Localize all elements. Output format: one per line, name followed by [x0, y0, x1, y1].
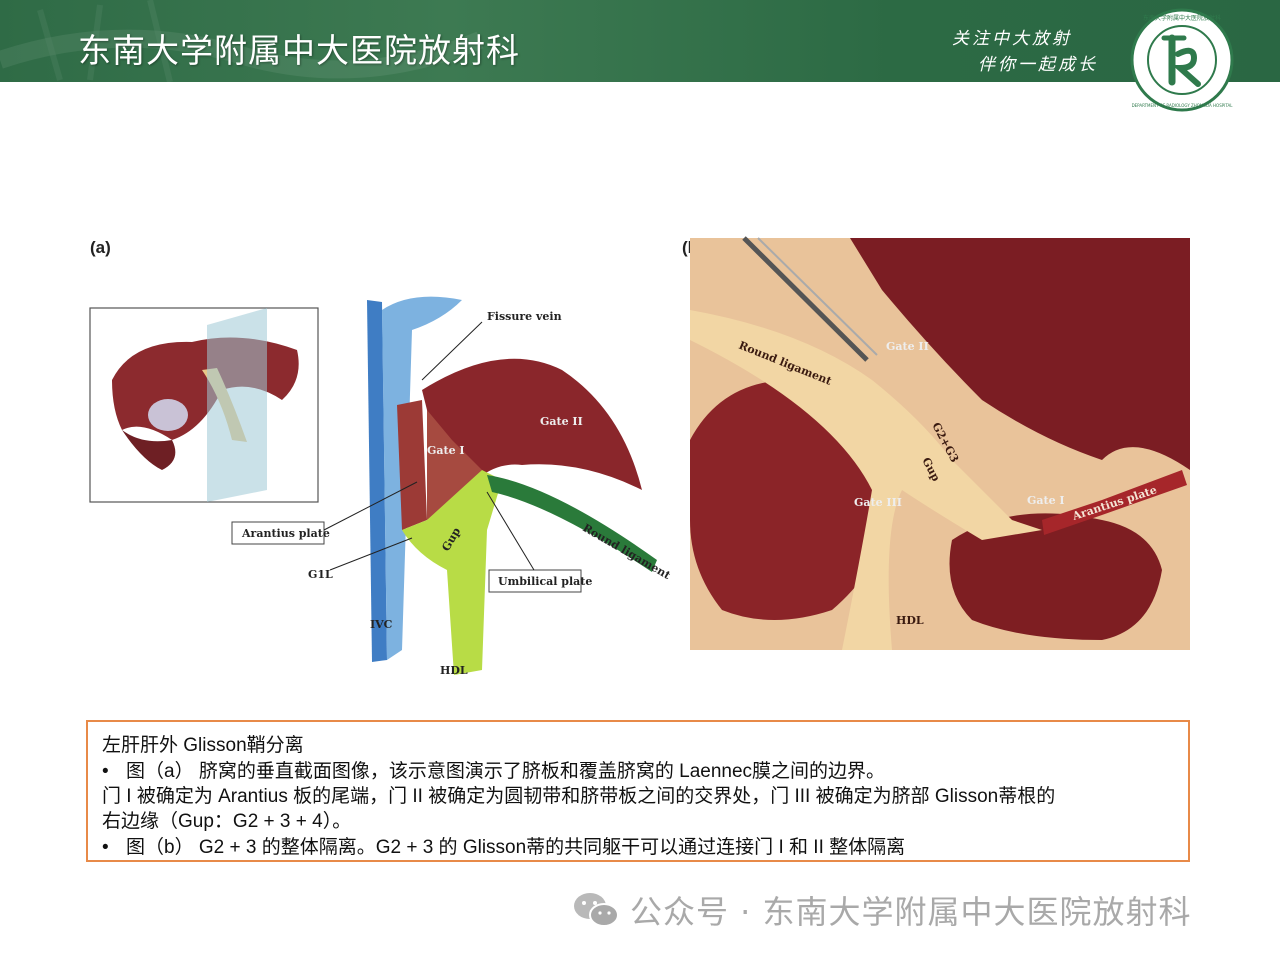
watermark: 公众号 · 东南大学附属中大医院放射科: [572, 888, 1192, 932]
bullet-dot: •: [102, 837, 109, 858]
caption-line-a: 图（a） 脐窝的垂直截面图像，该示意图演示了脐板和覆盖脐窝的 Laennec膜之…: [126, 761, 886, 782]
caption-bullet-b: • 图（b） G2 + 3 的整体隔离。G2 + 3 的 Glisson蒂的共同躯…: [102, 832, 905, 859]
slogan-line-1: 关注中大放射: [952, 29, 1072, 49]
panel-a-label: (a): [90, 238, 111, 257]
bullet-dot: •: [102, 761, 109, 782]
caption-line-b: 图（b） G2 + 3 的整体隔离。G2 + 3 的 Glisson蒂的共同躯干…: [126, 837, 906, 858]
figure-panel-a: (a) Fissure vein Gate II Gate I Round li…: [82, 230, 680, 710]
panel-b-illustration: Round ligament Gate II G2+G3 Gup Gate II…: [690, 236, 1190, 650]
slogan-line-2: 伴你一起成长: [978, 55, 1098, 75]
label-gate-ii-b: Gate II: [886, 340, 929, 353]
page-title: 东南大学附属中大医院放射科: [78, 31, 520, 70]
label-g1l: G1L: [308, 568, 333, 581]
panel-a-illustration: Fissure vein Gate II Gate I Round ligame…: [89, 296, 674, 677]
caption-title: 左肝肝外 Glisson鞘分离: [102, 735, 304, 756]
figure-caption: 左肝肝外 Glisson鞘分离 • 图（a） 脐窝的垂直截面图像，该示意图演示了脐…: [86, 720, 1190, 862]
label-arantius-plate-a: Arantius plate: [241, 527, 330, 540]
caption-line-3: 门 I 被确定为 Arantius 板的尾端，门 II 被确定为圆韧带和脐带板之…: [102, 786, 1056, 807]
watermark-text: 公众号 · 东南大学附属中大医院放射科: [630, 893, 1192, 931]
header-texture: [0, 0, 484, 82]
label-umbilical-plate: Umbilical plate: [498, 575, 592, 588]
label-hdl-b: HDL: [896, 614, 924, 627]
label-gate-iii: Gate III: [854, 496, 902, 509]
label-gate-i-b: Gate I: [1027, 494, 1065, 507]
figure-panel-b: (b) Round ligament Gate II G2+G3 Gup Gat…: [682, 230, 1194, 710]
label-gate-i-a: Gate I: [427, 444, 465, 457]
header-banner: 东南大学附属中大医院放射科 关注中大放射 伴你一起成长: [0, 0, 1280, 82]
wechat-icon: [574, 893, 619, 927]
caption-bullet-a: • 图（a） 脐窝的垂直截面图像，该示意图演示了脐板和覆盖脐窝的 Laennec膜…: [102, 756, 885, 783]
logo-ring-text: 东南大学附属中大医院放射科: [1143, 14, 1221, 22]
hospital-logo: 东南大学附属中大医院放射科 DEPARTMENT OF RADIOLOGY ZH…: [1130, 8, 1234, 112]
label-gate-ii-a: Gate II: [540, 415, 583, 428]
caption-line-4: 右边缘（Gup：G2 + 3 + 4）。: [102, 811, 352, 832]
label-round-ligament-a: Round ligament: [581, 521, 674, 582]
logo-ring-text-en: DEPARTMENT OF RADIOLOGY ZHONGDA HOSPITAL: [1132, 103, 1234, 108]
label-hdl-a: HDL: [440, 664, 468, 677]
label-ivc: IVC: [370, 618, 393, 631]
label-fissure-vein: Fissure vein: [487, 310, 562, 323]
